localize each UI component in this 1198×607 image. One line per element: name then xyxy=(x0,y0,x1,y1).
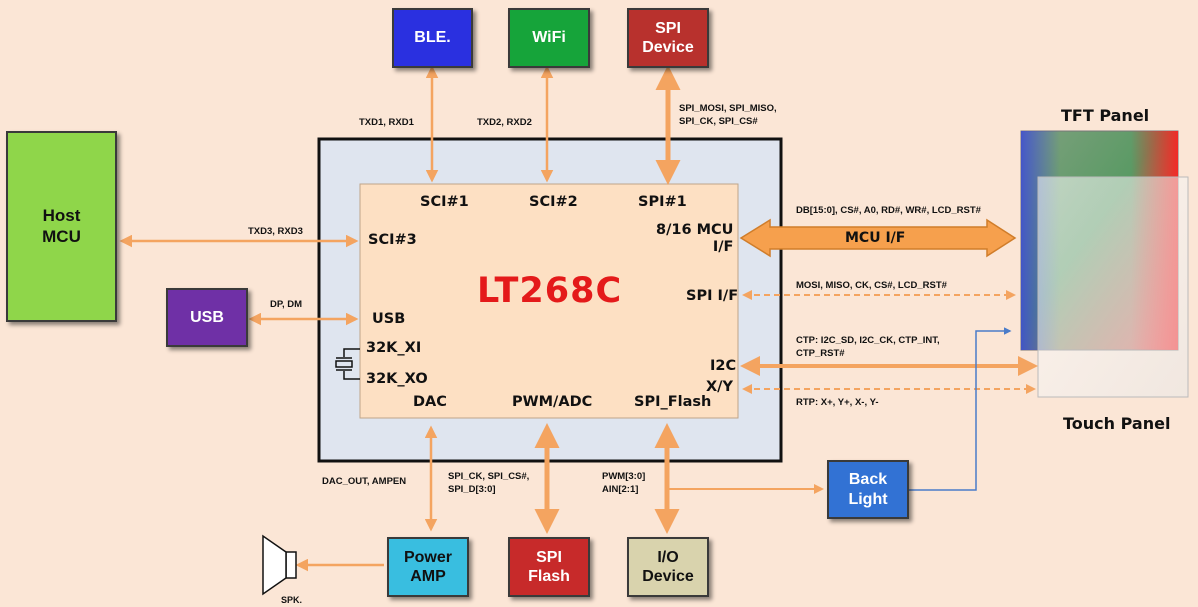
pin-spi-flash: SPI_Flash xyxy=(634,394,712,410)
mcu-if-arrow-label: MCU I/F xyxy=(845,230,906,246)
usb-block: USB xyxy=(166,288,248,347)
back-light-block: Back Light xyxy=(827,460,909,519)
pin-sci1: SCI#1 xyxy=(420,194,469,210)
pin-sci2: SCI#2 xyxy=(529,194,578,210)
mcu-if-arrow xyxy=(739,218,1017,258)
mcu-bus-signal-label: DB[15:0], CS#, A0, RD#, WR#, LCD_RST# xyxy=(796,205,981,216)
pin-sci3: SCI#3 xyxy=(368,232,417,248)
rtp-signal-label: RTP: X+, Y+, X-, Y- xyxy=(796,397,879,408)
spi-device-signal-label: SPI_MOSI, SPI_MISO, SPI_CK, SPI_CS# xyxy=(679,103,777,127)
pin-dac: DAC xyxy=(413,394,447,410)
pin-spi1: SPI#1 xyxy=(638,194,687,210)
host-mcu-block: Host MCU xyxy=(6,131,117,322)
pwm-signal-label: PWM[3:0] AIN[2:1] xyxy=(602,471,646,495)
ble-signal-label: TXD1, RXD1 xyxy=(359,117,414,128)
touch-panel xyxy=(1037,176,1189,398)
pin-usb: USB xyxy=(372,311,406,327)
wifi-block: WiFi xyxy=(508,8,590,68)
pin-32k-xo: 32K_XO xyxy=(366,371,428,387)
pin-xy: X/Y xyxy=(706,379,733,395)
chip-body xyxy=(359,183,739,419)
usb-signal-label: DP, DM xyxy=(270,299,303,310)
wifi-signal-label: TXD2, RXD2 xyxy=(477,117,532,128)
speaker-icon xyxy=(262,534,297,596)
pin-spi-if: SPI I/F xyxy=(686,288,739,304)
pin-i2c: I2C xyxy=(710,358,737,374)
flash-signal-label: SPI_CK, SPI_CS#, SPI_D[3:0] xyxy=(448,471,530,495)
crystal-icon xyxy=(335,348,360,380)
spi-panel-signal-label: MOSI, MISO, CK, CS#, LCD_RST# xyxy=(796,280,947,291)
dac-signal-label: DAC_OUT, AMPEN xyxy=(322,476,407,487)
tft-panel-title: TFT Panel xyxy=(1061,106,1150,125)
ctp-signal-label: CTP: I2C_SD, I2C_CK, CTP_INT, CTP_RST# xyxy=(796,335,940,359)
pin-32k-xi: 32K_XI xyxy=(366,340,422,356)
backlight-panel-link xyxy=(909,327,1012,491)
spi-flash-block: SPI Flash xyxy=(508,537,590,597)
pin-pwm-adc: PWM/ADC xyxy=(512,394,593,410)
ble-block: BLE. xyxy=(392,8,473,68)
power-amp-block: Power AMP xyxy=(387,537,469,597)
pin-mcu-if: 8/16 MCU I/F xyxy=(656,222,734,256)
io-device-block: I/O Device xyxy=(627,537,709,597)
spi-device-block: SPI Device xyxy=(627,8,709,68)
touch-panel-title: Touch Panel xyxy=(1063,414,1171,433)
speaker-label: SPK. xyxy=(281,595,303,605)
chip-name: LT268C xyxy=(477,271,623,311)
host-signal-label: TXD3, RXD3 xyxy=(248,226,303,237)
